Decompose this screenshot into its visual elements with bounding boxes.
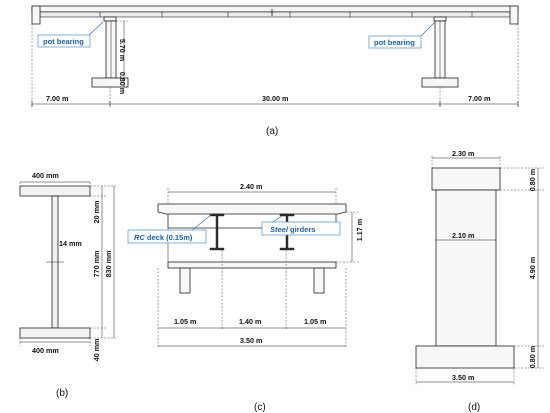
dim-footing-height-d: 0.80 m [528,346,537,368]
panel-b-i-section: 400 mm 400 mm 14 mm 20 mm 770 mm 830 mm … [19,171,116,399]
callout-pot-bearing-right: pot bearing [374,38,415,47]
dim-left-overhang: 1.05 m [174,317,196,326]
dim-column-width: 2.10 m [452,231,474,240]
dim-total-width: 3.50 m [240,336,262,345]
steel-girder-left [209,213,225,251]
dim-total-height: 830 mm [104,251,113,278]
callout-box-left [37,34,91,48]
pier-column-left [179,267,191,294]
dim-main-span: 30.00 m [262,94,288,103]
callout-box-deck [127,229,207,244]
dim-footing-height: 0.80 m [118,72,127,94]
right-abutment [509,5,519,25]
rc-deck [157,203,347,215]
callout-steel-girders: Steel girders [270,225,315,234]
caption-d: (d) [468,402,480,413]
dim-left-span: 7.00 m [46,94,68,103]
bottom-flange [19,327,91,339]
dim-deck-width: 2.40 m [240,182,262,191]
panel-a-elevation: 5.70 m 0.80 m 7.00 m 30.00 m 7.00 m pot … [31,5,519,137]
steel-girder-line [39,11,511,18]
dim-footing-width: 3.50 m [452,373,474,382]
dim-bottom-flange: 400 mm [32,346,59,355]
caption-c: (c) [254,402,266,413]
top-flange [19,185,91,197]
dim-bottom-flange-thickness: 40 mm [92,339,101,362]
dim-girder-spacing: 1.40 m [239,317,261,326]
right-pot-bearing [433,16,447,22]
dim-top-flange-thickness: 20 mm [92,201,101,224]
dim-height: 1.17 m [355,219,364,241]
dim-web-height: 770 mm [92,251,101,278]
callout-pot-bearing-left: pot bearing [43,37,84,46]
panel-c-cross-section: 2.40 m 1.17 m 1.05 m 1.40 m 1.05 m 3.50 … [127,182,364,413]
pier-column-right [313,267,325,294]
pier-footing-elevation [415,345,515,369]
dim-column-height: 4.90 m [528,257,537,279]
deck-slab [31,5,519,13]
pier-column-elevation [435,189,497,347]
pier-cap-elevation [431,167,501,191]
right-pier-footing [421,77,459,88]
callout-box-right [368,35,422,49]
dim-right-overhang: 1.05 m [304,317,326,326]
left-pot-bearing [103,16,117,22]
callout-box-girders [261,221,341,236]
panel-d-pier: 2.30 m 2.10 m 3.50 m 0.80 m 4.90 m 0.80 … [415,149,544,413]
dim-top-flange: 400 mm [32,171,59,180]
callout-rc-deck: RC deck (0.15m) [134,233,193,242]
dim-cap-width: 2.30 m [452,149,474,158]
left-abutment [31,5,41,25]
dim-right-span: 7.00 m [468,94,490,103]
dim-web-thickness: 14 mm [59,239,82,248]
dim-cap-height: 0.80 m [528,169,537,191]
dim-pier-height: 5.70 m [118,39,127,61]
caption-b: (b) [56,388,68,399]
caption-a: (a) [266,126,278,137]
pier-cap [167,261,337,269]
